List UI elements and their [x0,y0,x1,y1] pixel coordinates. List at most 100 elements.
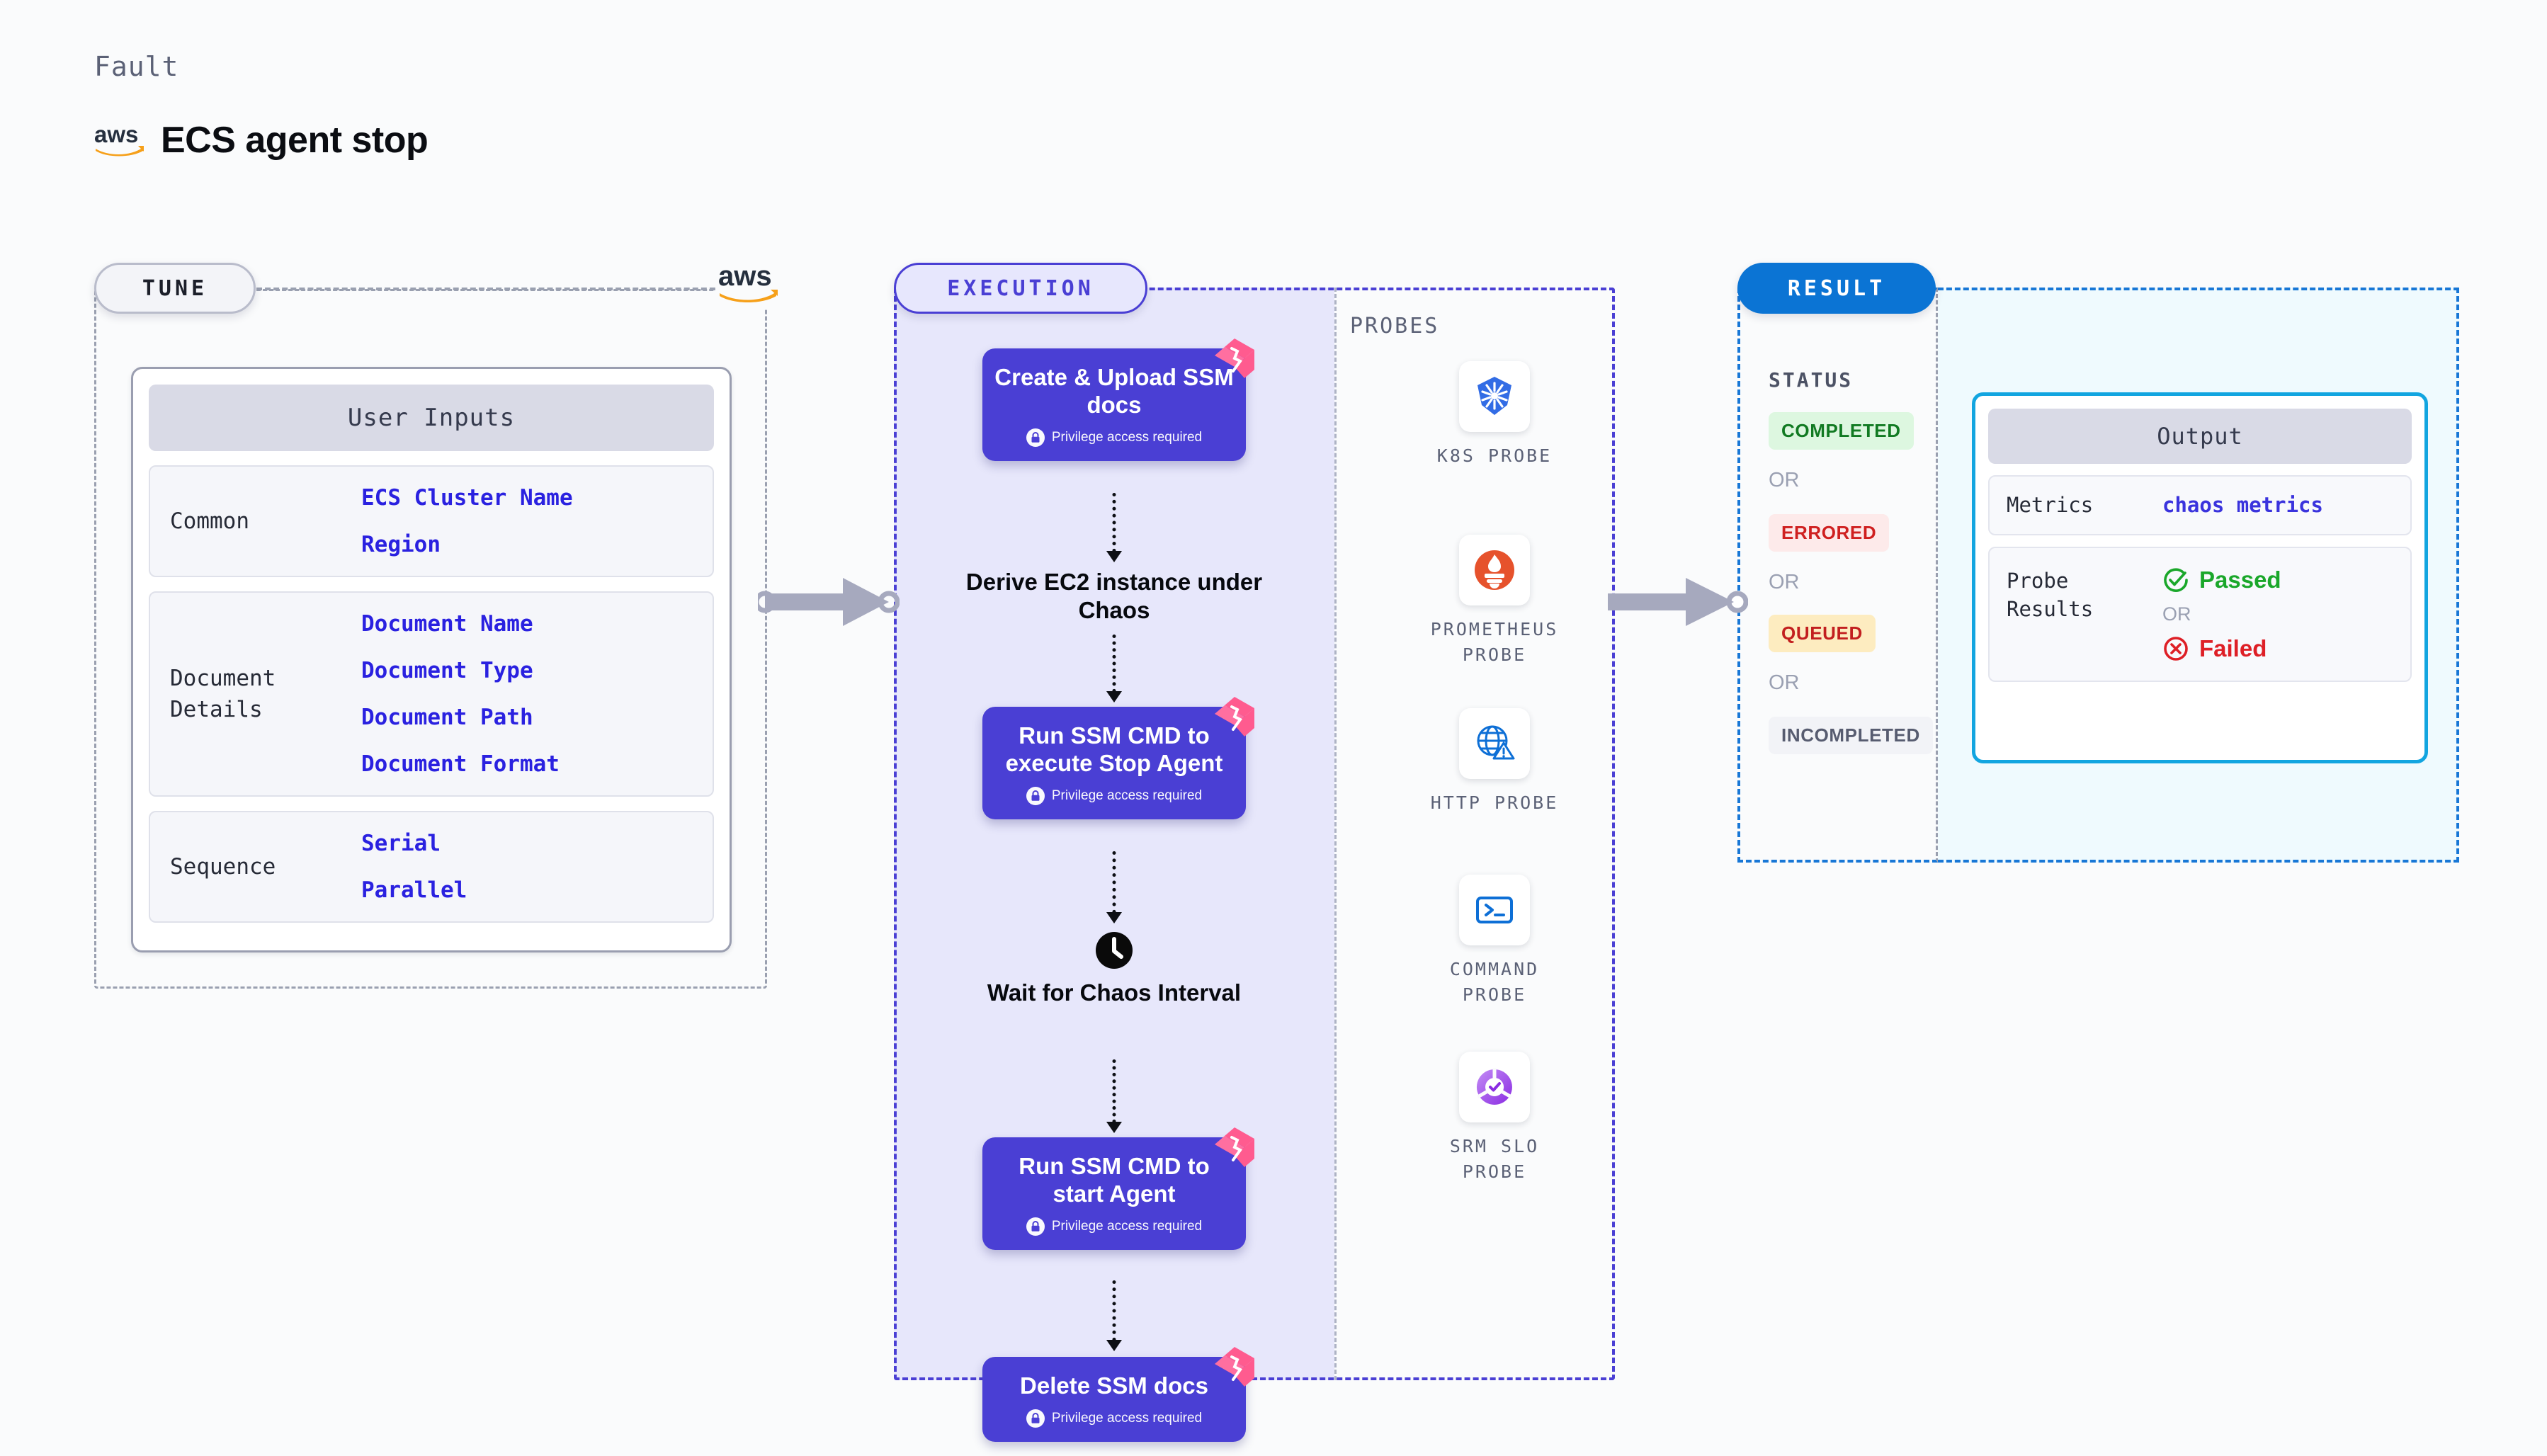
harness-logo-icon [1215,339,1254,378]
probe-label: PROMETHEUS PROBE [1430,619,1559,665]
node-privilege-note: Privilege access required [1026,1409,1202,1428]
output-row-probe-results: Probe Results Passed OR Failed [1988,546,2412,682]
flow-connector [1112,1280,1116,1341]
page-kicker: Fault [94,51,179,82]
node-title: Create & Upload SSM docs [994,364,1234,418]
flow-node-create-upload-ssm-docs[interactable]: Create & Upload SSM docs Privilege acces… [982,339,1254,461]
flow-node-run-ssm-stop-agent[interactable]: Run SSM CMD to execute Stop Agent Privil… [982,697,1254,819]
probe-result-or: OR [2162,603,2191,625]
privilege-text: Privilege access required [1051,1410,1203,1426]
user-inputs-card: User Inputs Common ECS Cluster Name Regi… [131,367,732,952]
tune-stage-badge[interactable]: TUNE [94,263,256,314]
harness-logo-icon [1215,697,1254,736]
probe-command[interactable]: COMMAND PROBE [1413,875,1576,1007]
probe-http[interactable]: HTTP PROBE [1413,708,1576,816]
aws-logo-icon: aws [94,124,145,157]
probes-divider [1334,288,1337,1380]
probe-label: SRM SLO PROBE [1449,1136,1540,1182]
flow-arrowhead [1106,551,1122,562]
input-group-document-details[interactable]: Document Details Document Name Document … [149,591,714,797]
output-value-metrics[interactable]: chaos metrics [2162,493,2323,518]
flow-node-wait-for-chaos-interval: Wait for Chaos Interval [958,931,1270,1007]
srm-slo-icon [1459,1052,1530,1122]
output-row-metrics[interactable]: Metrics chaos metrics [1988,475,2412,535]
lock-icon [1026,786,1045,805]
lock-icon [1026,1217,1045,1236]
status-badge-completed[interactable]: COMPLETED [1769,412,1914,450]
input-field-option[interactable]: Parallel [361,877,467,903]
svg-text:aws: aws [718,263,772,292]
arrow-execution-to-result [1608,578,1748,626]
status-or: OR [1769,571,1800,593]
group-label: Sequence [170,853,276,880]
flow-arrowhead [1106,691,1122,703]
passed-label: Passed [2199,566,2281,593]
flow-arrowhead [1106,1340,1122,1351]
lock-icon [1026,1409,1045,1428]
probe-result-failed: Failed [2162,635,2281,662]
result-stage-label: RESULT [1787,275,1886,301]
check-circle-icon [2164,568,2188,592]
privilege-text: Privilege access required [1051,429,1203,445]
flow-node-run-ssm-start-agent[interactable]: Run SSM CMD to start Agent Privilege acc… [982,1127,1254,1250]
input-field-option[interactable]: Document Type [361,658,533,683]
execution-stage-badge[interactable]: EXECUTION [894,263,1147,314]
node-title: Wait for Chaos Interval [987,979,1242,1006]
input-group-sequence[interactable]: Sequence Serial Parallel [149,811,714,923]
result-stage-badge[interactable]: RESULT [1737,263,1936,314]
terminal-icon [1459,875,1530,945]
probe-prometheus[interactable]: PROMETHEUS PROBE [1413,535,1576,667]
input-field-option[interactable]: Document Name [361,611,533,637]
kubernetes-icon [1459,361,1530,432]
status-badge-errored[interactable]: ERRORED [1769,514,1890,552]
flow-connector [1112,635,1116,693]
input-group-common[interactable]: Common ECS Cluster Name Region [149,465,714,577]
status-title: STATUS [1769,368,1854,392]
output-label: Metrics [2007,493,2094,517]
status-or: OR [1769,469,1800,491]
output-title: Output [1988,409,2412,464]
http-globe-icon [1459,708,1530,779]
probes-title: PROBES [1350,314,1440,339]
status-badge-incompleted[interactable]: INCOMPLETED [1769,717,1933,754]
arrow-tune-to-execution [758,578,900,626]
node-title: Run SSM CMD to start Agent [1019,1153,1210,1207]
flow-arrowhead [1106,912,1122,923]
harness-logo-icon [1215,1347,1254,1387]
node-title: Derive EC2 instance under Chaos [965,569,1263,623]
flow-arrowhead [1106,1122,1122,1133]
flow-node-derive-ec2-instance: Derive EC2 instance under Chaos [958,568,1270,624]
status-or: OR [1769,671,1800,694]
node-title: Run SSM CMD to execute Stop Agent [1005,722,1223,776]
aws-logo-icon-corner: aws [715,261,782,309]
output-card: Output Metrics chaos metrics Probe Resul… [1972,392,2428,763]
input-field-option[interactable]: Region [361,532,441,557]
node-privilege-note: Privilege access required [1026,1217,1202,1236]
flow-connector [1112,493,1116,552]
page-title-row: aws ECS agent stop [94,119,429,161]
prometheus-icon [1459,535,1530,605]
input-field-option[interactable]: ECS Cluster Name [361,485,573,511]
status-badge-queued[interactable]: QUEUED [1769,615,1876,652]
flow-node-delete-ssm-docs[interactable]: Delete SSM docs Privilege access require… [982,1347,1254,1442]
probe-k8s[interactable]: K8S PROBE [1413,361,1576,469]
probe-label: COMMAND PROBE [1449,959,1540,1005]
input-field-option[interactable]: Document Path [361,705,533,730]
harness-logo-icon [1215,1127,1254,1167]
page-title: ECS agent stop [161,120,429,161]
failed-label: Failed [2199,635,2267,661]
execution-stage-label: EXECUTION [947,275,1094,301]
input-field-option[interactable]: Serial [361,831,441,856]
privilege-text: Privilege access required [1051,1218,1203,1234]
probe-srm-slo[interactable]: SRM SLO PROBE [1413,1052,1576,1184]
group-label: Document Details [170,665,276,722]
x-circle-icon [2164,636,2188,661]
flow-connector [1112,851,1116,914]
input-field-option[interactable]: Document Format [361,751,560,777]
execution-panel [894,288,1615,1380]
lock-icon [1026,428,1045,447]
privilege-text: Privilege access required [1051,787,1203,803]
node-title: Delete SSM docs [1020,1372,1208,1399]
tune-connector-line [256,288,724,290]
probe-label: K8S PROBE [1436,445,1553,466]
